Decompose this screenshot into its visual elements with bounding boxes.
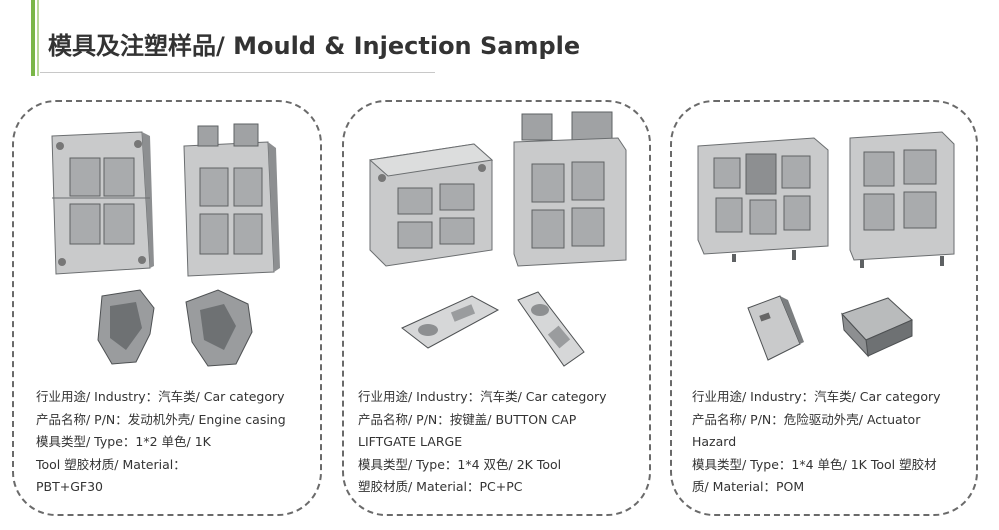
page-title: 模具及注塑样品/ Mould & Injection Sample: [48, 32, 581, 60]
mould-image-1a: [51, 131, 154, 275]
mould-image-3a: [697, 137, 829, 262]
spec-line: 行业用途/ Industry：汽车类/ Car category: [358, 389, 607, 404]
mould-image-2b: [513, 111, 627, 267]
sample-part-image-1b: [185, 289, 253, 367]
title-divider: [40, 72, 435, 73]
spec-line: 模具类型/ Type：1*4 双色/ 2K Tool: [358, 456, 562, 472]
sample-part-image-3a: [747, 295, 804, 361]
spec-line: 行业用途/ Industry：汽车类/ Car category: [36, 389, 285, 404]
spec-line: Tool 塑胶材质/ Material：: [36, 456, 186, 472]
spec-line: 模具类型/ Type：1*2 单色/ 1K: [36, 434, 211, 449]
sample-part-image-3b: [841, 297, 913, 358]
spec-line: 产品名称/ P/N：按键盖/ BUTTON CAP: [358, 411, 577, 427]
spec-line: 模具类型/ Type：1*4 单色/ 1K Tool 塑胶材: [692, 456, 937, 472]
sample-card-1: [12, 100, 322, 516]
sample-part-image-1a: [97, 289, 155, 365]
sample-part-image-2b: [517, 291, 585, 367]
mould-image-3b: [849, 131, 955, 268]
spec-line: 行业用途/ Industry：汽车类/ Car category: [692, 389, 941, 404]
spec-line: 产品名称/ P/N：危险驱动外壳/ Actuator: [692, 411, 921, 427]
mould-image-2a: [368, 143, 494, 267]
spec-list-2: 行业用途/ Industry：汽车类/ Car category 产品名称/ P…: [358, 386, 607, 499]
spec-line: 质/ Material：POM: [692, 479, 805, 494]
spec-list-1: 行业用途/ Industry：汽车类/ Car category 产品名称/ P…: [36, 386, 286, 499]
sample-card-3: [670, 100, 978, 516]
spec-line: PBT+GF30: [36, 479, 104, 494]
spec-line: LIFTGATE LARGE: [358, 434, 463, 449]
sample-card-2: [342, 100, 651, 516]
title-accent-bar: [31, 0, 35, 76]
spec-line: 塑胶材质/ Material：PC+PC: [358, 479, 523, 494]
mould-image-1b: [183, 123, 280, 277]
spec-line: Hazard: [692, 434, 737, 449]
spec-list-3: 行业用途/ Industry：汽车类/ Car category 产品名称/ P…: [692, 386, 941, 499]
sample-part-image-2a: [401, 295, 500, 349]
title-accent-bar-light: [37, 0, 39, 76]
spec-line: 产品名称/ P/N：发动机外壳/ Engine casing: [36, 411, 286, 427]
